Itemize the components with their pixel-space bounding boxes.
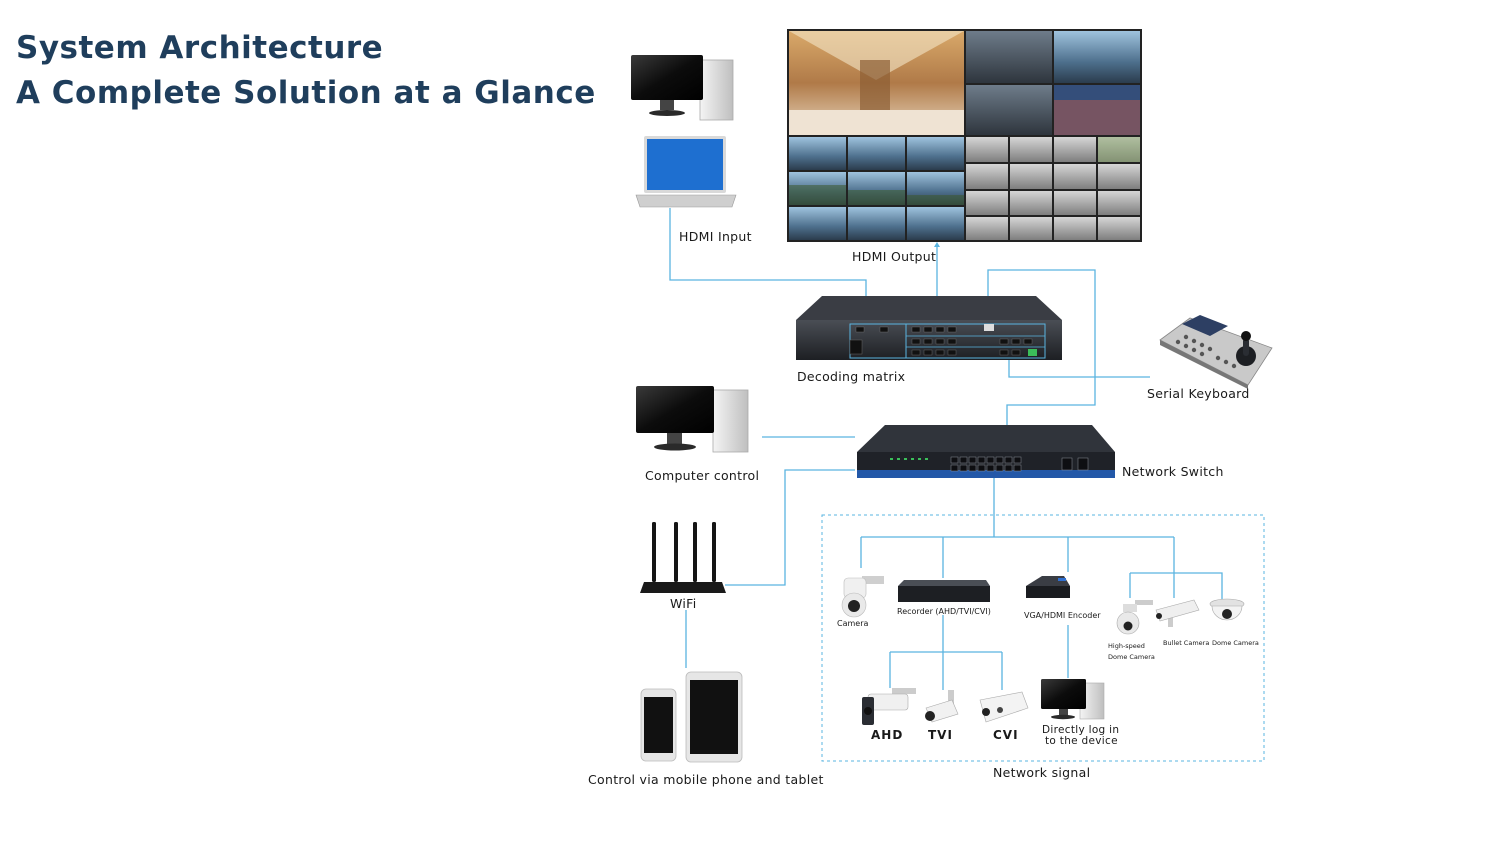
- page-title-line2: A Complete Solution at a Glance: [16, 75, 596, 111]
- tvi-label: TVI: [928, 728, 953, 742]
- encoder-label: VGA/HDMI Encoder: [1024, 611, 1101, 620]
- direct-login-label-line1: Directly log in: [1042, 724, 1120, 736]
- network-signal-label: Network signal: [993, 765, 1091, 780]
- bullet-camera-label: Bullet Camera: [1163, 639, 1210, 647]
- decoding-matrix-device: [796, 296, 1062, 360]
- mobile-control-label: Control via mobile phone and tablet: [588, 772, 824, 787]
- highspeed-dome-label-line1: High-speed: [1108, 642, 1145, 650]
- page-title-line1: System Architecture: [16, 30, 384, 66]
- hdmi-output-label: HDMI Output: [852, 249, 937, 264]
- computer-control-label: Computer control: [645, 468, 760, 483]
- network-signal-region: [821, 514, 1265, 762]
- tvi-camera-icon: [925, 690, 959, 723]
- computer-control-icon: [636, 386, 749, 453]
- ahd-camera-icon: [862, 688, 916, 725]
- wifi-router-icon: [640, 522, 726, 593]
- highspeed-dome-camera-icon: [1116, 600, 1153, 635]
- ptz-camera-icon: [841, 576, 884, 618]
- direct-login-computer-icon: [1041, 679, 1105, 720]
- laptop-icon: [635, 136, 737, 208]
- hdmi-input-label: HDMI Input: [679, 229, 752, 244]
- ahd-label: AHD: [871, 728, 904, 742]
- serial-keyboard-device: [1159, 315, 1273, 389]
- recorder-device: [898, 580, 990, 602]
- cvi-label: CVI: [993, 728, 1019, 742]
- output-arrow-icon: [934, 242, 940, 247]
- cvi-camera-icon: [979, 691, 1029, 723]
- highspeed-dome-label-line2: Dome Camera: [1108, 653, 1155, 661]
- wifi-label: WiFi: [670, 596, 697, 611]
- dome-camera-icon: [1209, 598, 1245, 621]
- desktop-pc-icon: [631, 55, 734, 121]
- encoder-device: [1026, 576, 1070, 598]
- serial-keyboard-label: Serial Keyboard: [1147, 386, 1250, 401]
- video-wall: [787, 29, 1142, 242]
- direct-login-label-line2: to the device: [1045, 735, 1118, 747]
- recorder-label: Recorder (AHD/TVI/CVI): [897, 607, 991, 616]
- dome-camera-label: Dome Camera: [1212, 639, 1259, 647]
- camera-label: Camera: [837, 619, 869, 628]
- connector-lines: [669, 208, 1223, 690]
- mobile-devices-icon: [640, 671, 743, 763]
- bullet-camera-icon: [1155, 599, 1200, 627]
- decoding-matrix-label: Decoding matrix: [797, 369, 906, 384]
- network-switch-device: [857, 425, 1115, 478]
- network-switch-label: Network Switch: [1122, 464, 1224, 479]
